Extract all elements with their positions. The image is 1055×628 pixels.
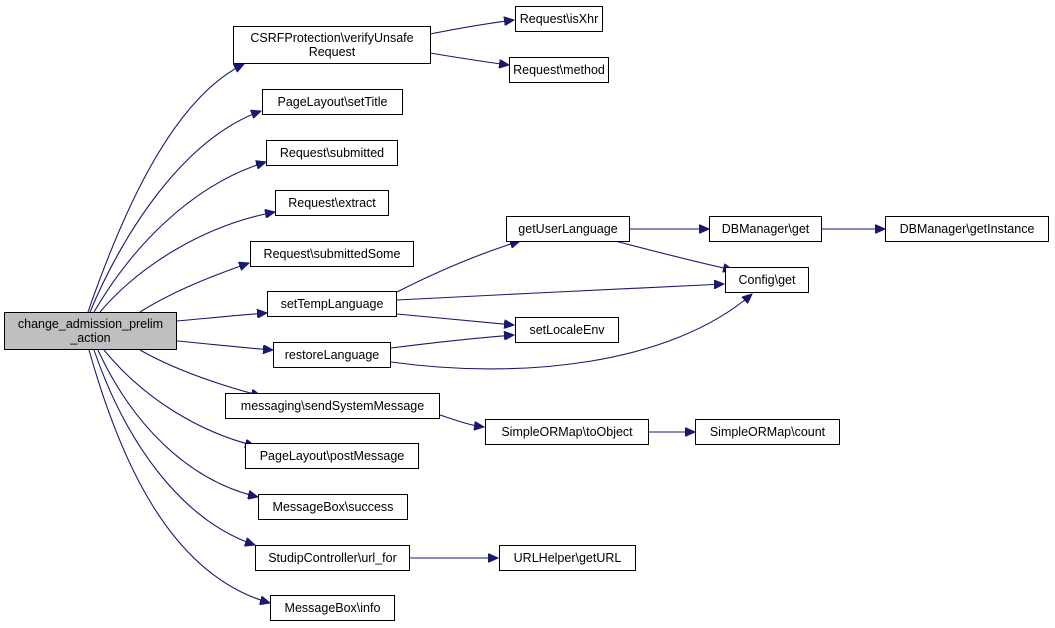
node-label: MessageBox\info <box>284 601 381 615</box>
edge-root-to-submittedsome <box>139 263 249 313</box>
node-request-submittedsome: Request\submittedSome <box>250 241 414 267</box>
node-request-submitted: Request\submitted <box>266 140 398 166</box>
edge-root-to-extract <box>99 212 275 313</box>
node-label: setTempLanguage <box>280 297 384 311</box>
node-label: SimpleORMap\toObject <box>501 425 633 439</box>
edge-getuserlang-to-configget <box>614 240 733 270</box>
node-label-line: change_admission_prelim <box>17 317 164 331</box>
node-settemplanguage: setTempLanguage <box>267 291 397 317</box>
edge-csrf-to-isxhr <box>429 20 514 35</box>
edge-root-to-info <box>88 349 270 603</box>
edge-settemplang-to-configget <box>396 284 724 301</box>
node-request-extract: Request\extract <box>275 190 389 216</box>
node-getuserlanguage: getUserLanguage <box>506 216 630 242</box>
node-label: Config\get <box>738 273 796 287</box>
node-label-line: CSRFProtection\verifyUnsafe <box>250 31 414 45</box>
node-messagebox-success: MessageBox\success <box>258 494 408 520</box>
node-label-line: Request <box>308 45 356 59</box>
node-label: setLocaleEnv <box>529 323 605 337</box>
node-dbmanager-getinstance: DBManager\getInstance <box>885 216 1049 242</box>
node-label: Request\method <box>513 63 605 77</box>
node-label: SimpleORMap\count <box>709 425 826 439</box>
edge-root-to-success <box>97 349 258 497</box>
edge-root-to-urlfor <box>93 349 255 545</box>
node-urlhelper-geturl: URLHelper\getURL <box>499 545 636 571</box>
edge-csrf-to-method <box>429 52 509 65</box>
node-request-isxhr: Request\isXhr <box>515 6 603 32</box>
edge-restorelang-to-configget <box>390 294 752 370</box>
node-label: messaging\sendSystemMessage <box>240 399 425 413</box>
node-label: restoreLanguage <box>284 348 380 362</box>
edge-root-to-sendsysmsg <box>139 349 261 396</box>
node-simpleormap-count: SimpleORMap\count <box>695 419 840 445</box>
node-dbmanager-get: DBManager\get <box>709 216 822 242</box>
edge-settemplang-to-getuserlang <box>396 241 520 293</box>
node-pagelayout-settitle: PageLayout\setTitle <box>262 89 403 115</box>
node-label: DBManager\getInstance <box>899 222 1035 236</box>
node-studipcontroller-url-for: StudipController\url_for <box>255 545 410 571</box>
edge-settemplang-to-setlocale <box>396 313 514 325</box>
node-label: PageLayout\setTitle <box>277 95 388 109</box>
node-simpleormap-toobject: SimpleORMap\toObject <box>485 419 649 445</box>
edge-root-to-settitle <box>89 111 261 313</box>
node-label: PageLayout\postMessage <box>259 449 405 463</box>
edge-root-to-postmessage <box>103 349 255 446</box>
node-restorelanguage: restoreLanguage <box>273 342 391 368</box>
node-messaging-sendsystemmessage: messaging\sendSystemMessage <box>225 393 440 419</box>
node-setlocaleenv: setLocaleEnv <box>515 317 619 343</box>
node-label: StudipController\url_for <box>268 551 397 565</box>
node-label: Request\submittedSome <box>263 247 401 261</box>
edge-root-to-csrf <box>87 64 244 313</box>
node-label-line: _action <box>70 331 111 345</box>
node-change-admission-prelim-action: change_admission_prelim_action <box>4 312 177 350</box>
node-pagelayout-postmessage: PageLayout\postMessage <box>245 443 419 469</box>
edge-sendsysmsg-to-toobject <box>439 414 484 427</box>
node-label: Request\extract <box>288 196 376 210</box>
node-label: Request\isXhr <box>519 12 599 26</box>
node-label: getUserLanguage <box>518 222 618 236</box>
node-label: MessageBox\success <box>272 500 394 514</box>
node-config-get: Config\get <box>725 267 809 293</box>
node-label: URLHelper\getURL <box>513 551 622 565</box>
node-messagebox-info: MessageBox\info <box>270 595 395 621</box>
node-request-method: Request\method <box>509 57 609 83</box>
node-label: Request\submitted <box>279 146 385 160</box>
edge-root-to-submitted <box>93 162 266 313</box>
edge-root-to-settemplang <box>176 313 267 322</box>
edge-root-to-restorelang <box>176 340 273 350</box>
node-label: DBManager\get <box>721 222 810 236</box>
edge-restorelang-to-setlocale <box>390 335 514 349</box>
